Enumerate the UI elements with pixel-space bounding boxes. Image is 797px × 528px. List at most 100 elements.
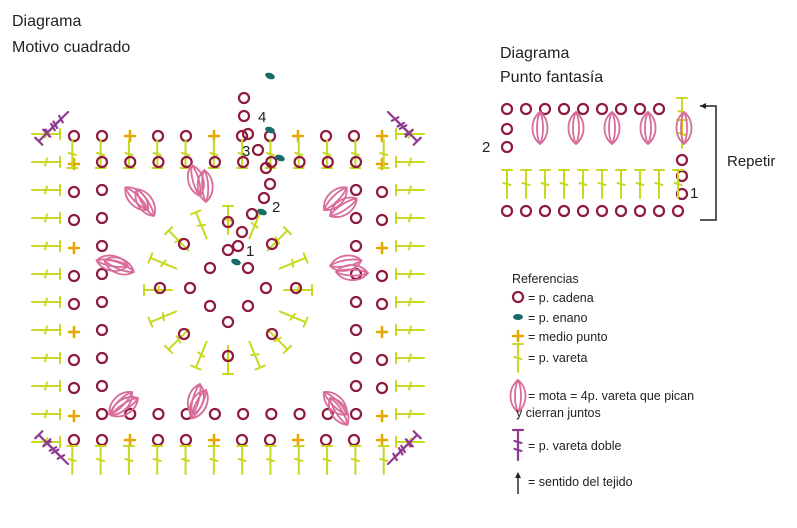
chain-stitch (208, 155, 221, 169)
chain-stitch (375, 213, 389, 227)
chain-stitch (349, 295, 363, 309)
double-crochet-stitch (395, 268, 425, 280)
chain-stitch (652, 204, 666, 218)
chain-stitch (208, 407, 221, 421)
double-crochet-stitch (558, 169, 570, 199)
repeat-bracket (700, 105, 717, 221)
chain-stitch (538, 204, 552, 218)
chain-stitch (152, 407, 165, 421)
double-crochet-stitch (395, 240, 425, 252)
double-crochet-stitch (31, 268, 61, 280)
legend-label-chain: = p. cadena (528, 291, 594, 305)
chain-stitch (375, 353, 389, 367)
double-crochet-stitch (31, 296, 61, 308)
chain-stitch (231, 239, 245, 253)
chain-stitch (180, 155, 193, 169)
chain-stitch (245, 207, 259, 221)
chain-stitch (633, 102, 647, 116)
double-crochet-stitch (395, 184, 425, 196)
double-crochet-stitch (653, 169, 665, 199)
chain-stitch (221, 243, 235, 257)
row-label-1: 1 (690, 185, 698, 202)
chain-stitch (67, 185, 81, 199)
chain-stitch (500, 140, 514, 154)
chain-stitch (675, 153, 689, 167)
chain-stitch (95, 129, 109, 143)
single-crochet-stitch (67, 325, 81, 339)
chain-stitch (235, 433, 249, 447)
legend-heading: Referencias (512, 272, 579, 286)
chain-stitch (319, 129, 333, 143)
round-label-2: 2 (272, 199, 280, 216)
chain-stitch (179, 433, 193, 447)
chain-stitch (95, 239, 109, 253)
treble-crochet-stitch (383, 438, 414, 469)
chain-stitch (500, 102, 514, 116)
slip-stitch (264, 71, 276, 81)
bobble-stitch (183, 385, 214, 423)
legend-label-sc: = medio punto (528, 330, 608, 344)
double-crochet-stitch (395, 296, 425, 308)
double-crochet-stitch (395, 352, 425, 364)
double-crochet-stitch (577, 169, 589, 199)
chain-stitch (67, 213, 81, 227)
single-crochet-stitch (67, 409, 81, 423)
double-crochet-stitch (31, 212, 61, 224)
single-crochet-stitch (375, 241, 389, 255)
double-crochet-icon (512, 343, 524, 373)
legend: Referencias = p. cadena = p. enano = med… (509, 272, 694, 494)
double-crochet-stitch (147, 252, 180, 275)
chain-stitch (95, 407, 109, 421)
double-crochet-stitch (207, 445, 220, 475)
double-crochet-stitch (539, 169, 551, 199)
chain-stitch (95, 267, 109, 281)
chain-stitch (241, 127, 255, 141)
double-crochet-stitch (349, 445, 362, 475)
single-crochet-icon (511, 329, 525, 343)
treble-crochet-stitch (383, 107, 414, 138)
chain-stitch (251, 143, 265, 157)
chain-stitch (153, 281, 167, 295)
chain-stitch (375, 185, 389, 199)
chain-stitch (95, 211, 109, 225)
double-crochet-stitch (377, 445, 390, 475)
double-crochet-stitch (292, 445, 305, 475)
chain-stitch (237, 109, 251, 123)
double-crochet-stitch (236, 445, 249, 475)
chain-stitch (347, 433, 361, 447)
double-crochet-stitch (672, 169, 684, 199)
double-crochet-stitch (94, 445, 107, 475)
chain-stitch (519, 204, 533, 218)
double-crochet-stitch (395, 408, 425, 420)
single-crochet-stitch (123, 129, 137, 143)
chain-stitch (177, 237, 191, 251)
chain-stitch (203, 299, 217, 313)
chain-stitch (95, 295, 109, 309)
chain-stitch (152, 155, 165, 169)
chain-stitch (241, 261, 255, 275)
chain-stitch (349, 379, 363, 393)
chain-stitch (671, 204, 685, 218)
chain-stitch (67, 269, 81, 283)
double-crochet-stitch (520, 169, 532, 199)
chain-stitch (375, 269, 389, 283)
chain-stitch (349, 211, 363, 225)
single-crochet-stitch (375, 409, 389, 423)
treble-crochet-icon (511, 428, 525, 462)
chain-stitch (347, 129, 361, 143)
chain-stitch (124, 155, 137, 169)
chain-stitch (257, 191, 271, 205)
bobble-stitch (603, 111, 621, 145)
chain-stitch (614, 204, 628, 218)
fancy-stitch-diagram (500, 97, 693, 218)
chain-stitch (500, 122, 514, 136)
chain-stitch (349, 407, 363, 421)
chain-stitch (557, 204, 571, 218)
double-crochet-stitch (395, 324, 425, 336)
chain-stitch (576, 204, 590, 218)
double-crochet-stitch (31, 240, 61, 252)
double-crochet-stitch (615, 169, 627, 199)
single-crochet-stitch (375, 129, 389, 143)
chain-stitch (319, 433, 333, 447)
